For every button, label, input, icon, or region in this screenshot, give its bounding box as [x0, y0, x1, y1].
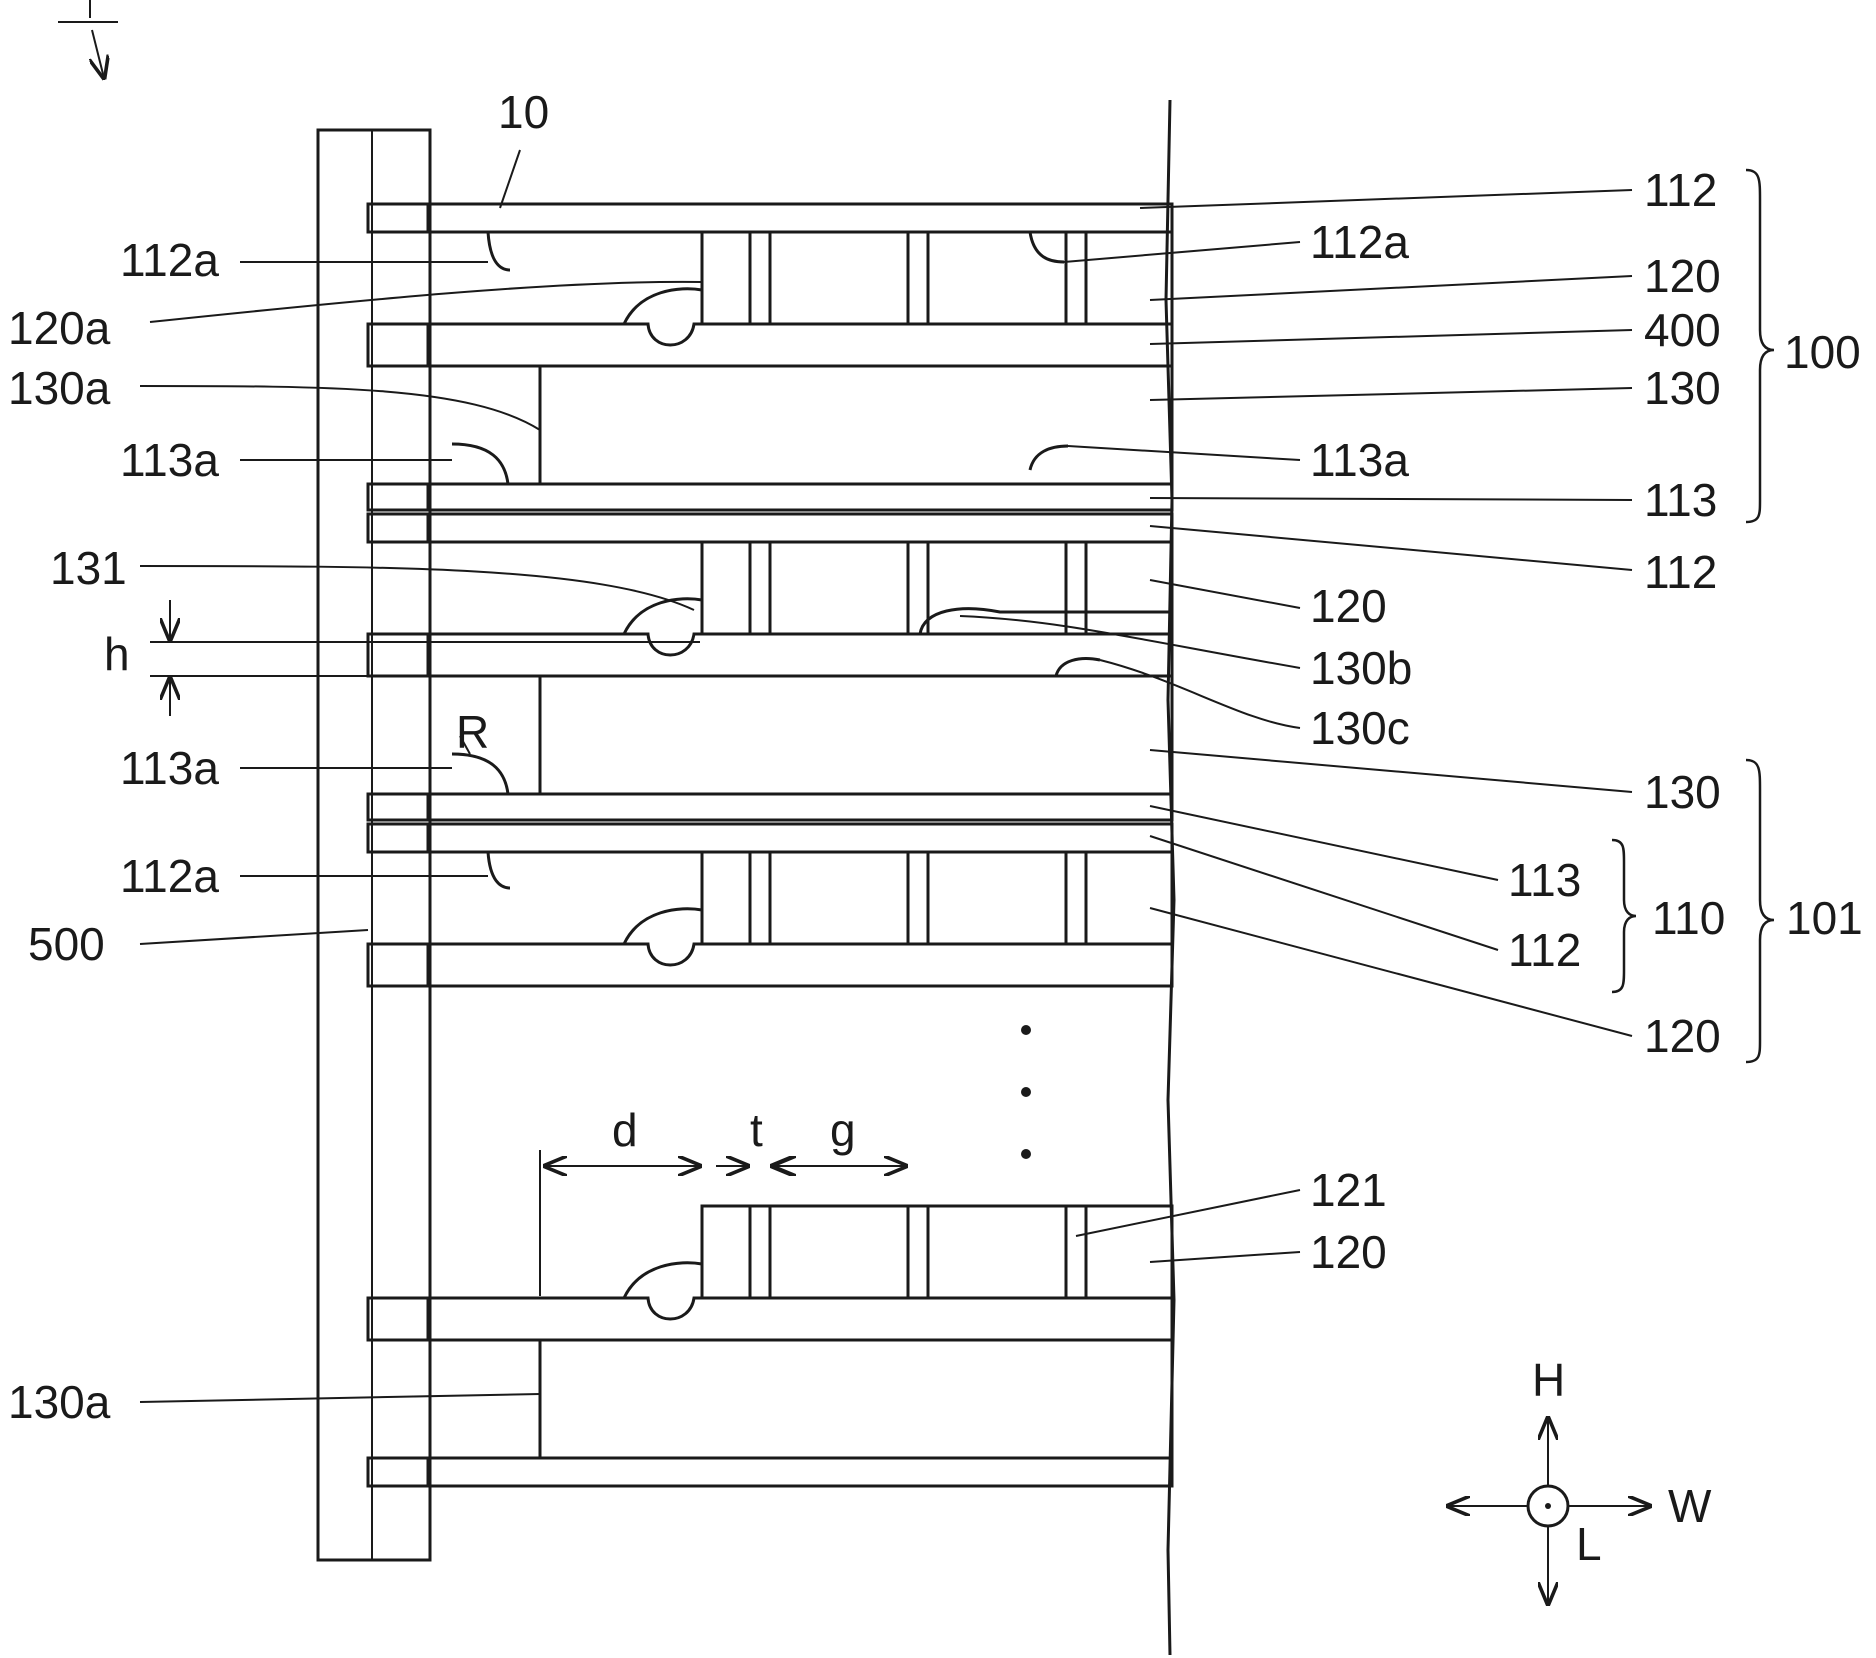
label-112a-left-top: 112a: [120, 234, 219, 286]
label-113a-right: 113a: [1310, 434, 1409, 486]
direction-compass: H W L: [1448, 1354, 1712, 1604]
end-wall-500: [318, 130, 430, 1560]
bottom-plate: [368, 1458, 1172, 1486]
block-130: [540, 676, 1172, 794]
label-130a-top: 130a: [8, 362, 111, 414]
channel-121: [1066, 1206, 1086, 1298]
ellipsis-dot: [1021, 1025, 1031, 1035]
channel-121: [750, 542, 770, 634]
block-130: [540, 1340, 1172, 1458]
label-100: 100: [1784, 326, 1861, 378]
channel-121: [908, 852, 928, 944]
label-130a-bottom: 130a: [8, 1376, 111, 1428]
leader-lines: [140, 150, 1632, 1402]
layer-400: [368, 324, 1172, 366]
channel-121: [908, 1206, 928, 1298]
label-120-top: 120: [1644, 250, 1721, 302]
axis-label-H: H: [1532, 1354, 1565, 1406]
seal-112a-left: [488, 232, 510, 270]
label-112-top: 112: [1644, 164, 1717, 216]
plate-ends: [368, 204, 428, 1486]
seal-113a-R: [452, 754, 508, 794]
label-110: 110: [1652, 892, 1725, 944]
label-h: h: [104, 628, 130, 680]
label-10: 10: [498, 86, 549, 138]
block-130: [540, 366, 1172, 484]
label-R: R: [456, 706, 489, 758]
label-113a-left-mid: 113a: [120, 742, 219, 794]
fin-120: [702, 542, 1172, 634]
bump-120a: [624, 289, 702, 324]
cell-tier-2: [368, 514, 1172, 820]
channel-121: [1066, 232, 1086, 324]
ellipsis-dot: [1021, 1087, 1031, 1097]
brace-101: [1746, 760, 1774, 1062]
label-112-lower: 112: [1508, 924, 1581, 976]
bump: [624, 909, 702, 944]
layer-400: [368, 944, 1172, 986]
label-131: 131: [50, 542, 127, 594]
channel-121: [750, 852, 770, 944]
label-113-mid: 113: [1508, 854, 1581, 906]
label-113a-left-top: 113a: [120, 434, 219, 486]
separator-112: [368, 824, 1172, 852]
label-121: 121: [1310, 1164, 1387, 1216]
bump-131: [624, 599, 702, 634]
reference-labels: 10 112a 120a 130a 113a 131 h R 113a 112a…: [8, 86, 1863, 1428]
label-101: 101: [1786, 892, 1863, 944]
dimension-h: [150, 600, 700, 716]
layer-400: [368, 1298, 1172, 1340]
label-130-top: 130: [1644, 362, 1721, 414]
label-400: 400: [1644, 304, 1721, 356]
seal-113a-left: [452, 444, 508, 484]
fin-120: [702, 1206, 1172, 1298]
seal-112a-right: [1030, 232, 1064, 262]
bump: [624, 1263, 702, 1298]
view-marker: [58, 0, 118, 78]
ellipsis-dot: [1021, 1149, 1031, 1159]
label-120a: 120a: [8, 302, 111, 354]
label-112-mid: 112: [1644, 546, 1717, 598]
label-130c: 130c: [1310, 702, 1410, 754]
label-130b: 130b: [1310, 642, 1412, 694]
channel-121: [908, 232, 928, 324]
ellipsis-dots: [1021, 1025, 1031, 1159]
cell-bottom: [368, 1206, 1172, 1486]
separator-113: [368, 794, 1172, 820]
channel-121: [1066, 542, 1086, 634]
channel-121: [1066, 852, 1086, 944]
notch-130c: [1056, 659, 1100, 676]
seal-113a-right: [1030, 446, 1068, 470]
label-120-mid: 120: [1310, 580, 1387, 632]
axis-label-W: W: [1668, 1480, 1712, 1532]
fin-120: [702, 232, 1172, 324]
cell-100: [368, 204, 1172, 510]
separator-113: [368, 484, 1172, 510]
channel-121: [750, 232, 770, 324]
brace-110: [1612, 840, 1636, 992]
axis-label-L: L: [1576, 1518, 1602, 1570]
label-130-mid: 130: [1644, 766, 1721, 818]
label-t: t: [750, 1104, 763, 1156]
brace-100: [1746, 170, 1774, 522]
label-113-top: 113: [1644, 474, 1717, 526]
separator-112: [368, 204, 1172, 232]
channel-121: [908, 542, 928, 634]
label-120-lower: 120: [1644, 1010, 1721, 1062]
dimension-dtg: [540, 1150, 906, 1296]
label-500: 500: [28, 918, 105, 970]
cell-101: [368, 824, 1172, 986]
label-112a-right: 112a: [1310, 216, 1409, 268]
label-120-bottom: 120: [1310, 1226, 1387, 1278]
fin-120: [702, 852, 1172, 944]
label-d: d: [612, 1104, 638, 1156]
channel-121: [750, 1206, 770, 1298]
separator-112: [368, 514, 1172, 542]
label-g: g: [830, 1104, 856, 1156]
seal-112a: [488, 852, 510, 888]
label-112a-left-mid: 112a: [120, 850, 219, 902]
